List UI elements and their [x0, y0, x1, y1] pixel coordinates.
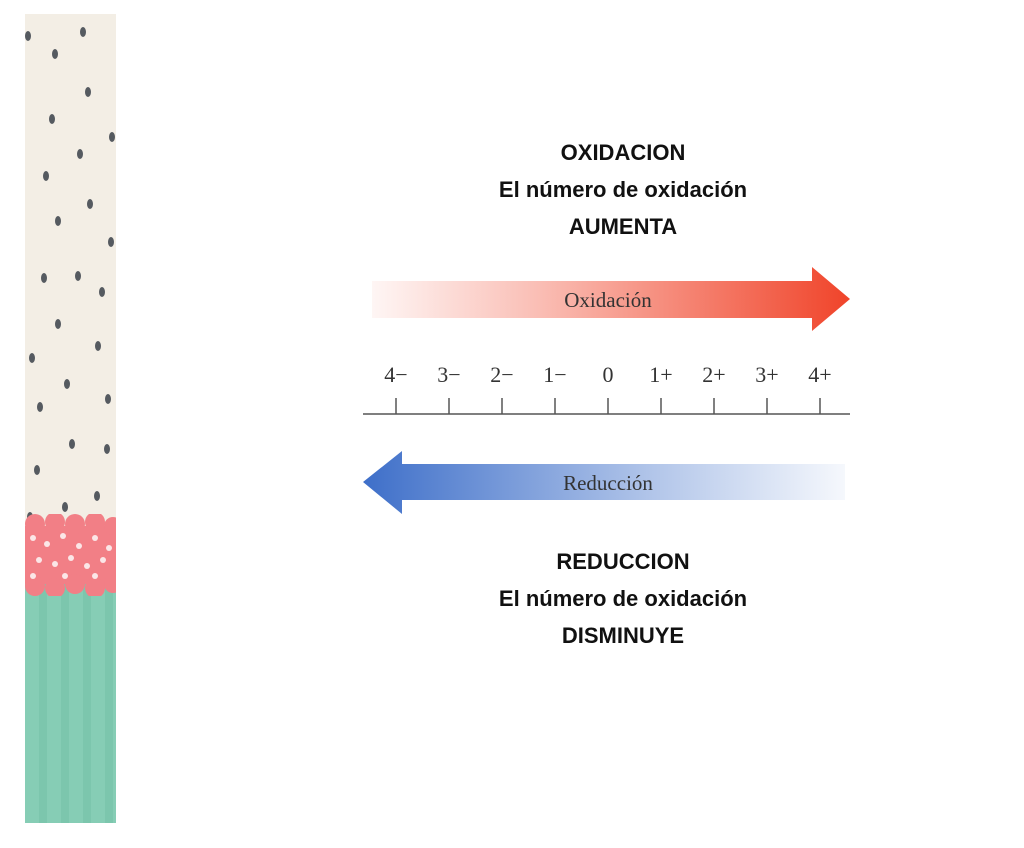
- tick-label: 3−: [437, 362, 460, 387]
- oxidation-caption: OXIDACION El número de oxidación AUMENTA: [380, 134, 866, 245]
- tick-label: 1+: [649, 362, 672, 387]
- reduction-subtitle: El número de oxidación: [498, 586, 748, 611]
- oxidation-arrow: Oxidación: [372, 267, 850, 331]
- number-line: 4− 3− 2− 1− 0 1+ 2+ 3+ 4+: [363, 362, 850, 415]
- reduction-title: REDUCCION: [556, 549, 690, 574]
- reduction-trend: DISMINUYE: [561, 623, 685, 648]
- tick-label: 1−: [543, 362, 566, 387]
- oxidation-arrow-label: Oxidación: [564, 288, 652, 312]
- dotted-pattern: [25, 14, 116, 534]
- tick-label: 3+: [755, 362, 778, 387]
- dots-svg: [25, 27, 115, 522]
- decorative-side-strip: [25, 14, 116, 823]
- reduction-arrow-label: Reducción: [563, 471, 653, 495]
- tick-label: 0: [603, 362, 614, 387]
- number-line-ticks: 4− 3− 2− 1− 0 1+ 2+ 3+ 4+: [384, 362, 832, 414]
- tick-label: 4+: [808, 362, 831, 387]
- tick-label: 2−: [490, 362, 513, 387]
- oxidation-subtitle: El número de oxidación: [498, 177, 748, 202]
- oxidation-title: OXIDACION: [560, 140, 686, 165]
- lace-border: [25, 512, 116, 598]
- striped-pattern: [25, 574, 116, 823]
- tick-label: 4−: [384, 362, 407, 387]
- reduction-arrow: Reducción: [363, 451, 845, 514]
- reduction-caption: REDUCCION El número de oxidación DISMINU…: [380, 543, 866, 654]
- oxidation-trend: AUMENTA: [568, 214, 678, 239]
- tick-label: 2+: [702, 362, 725, 387]
